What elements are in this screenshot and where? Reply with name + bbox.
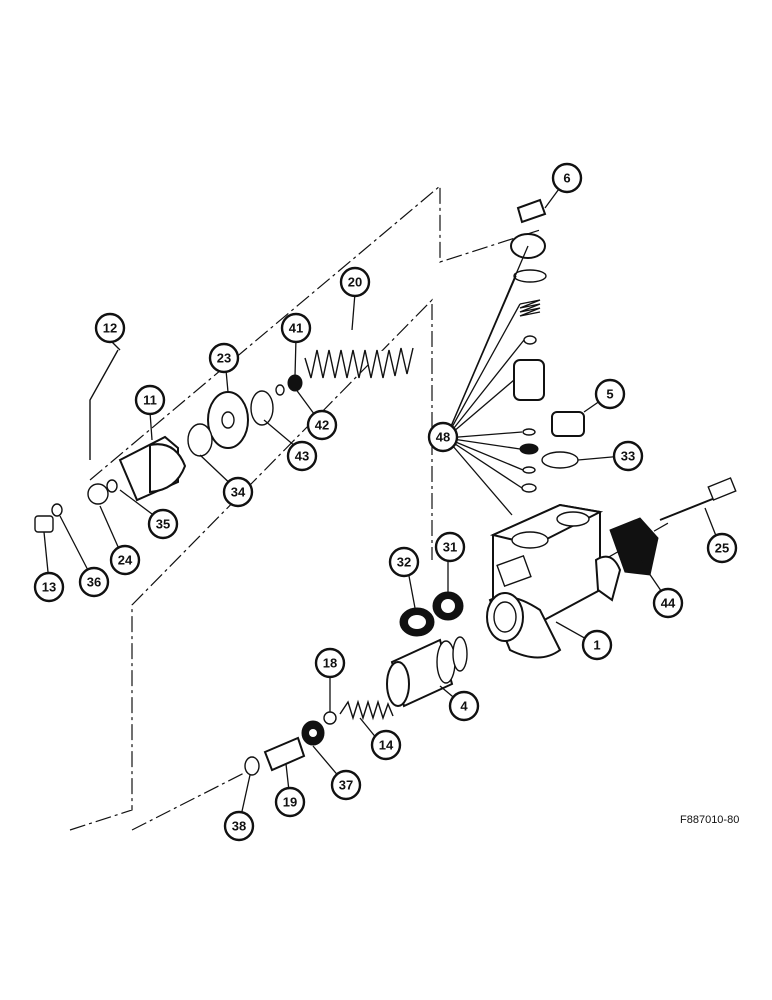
callout-6-label: 6 — [563, 171, 570, 186]
callout-43: 43 — [286, 440, 318, 472]
callout-31-label: 31 — [443, 540, 457, 555]
callout-37: 37 — [330, 769, 362, 801]
callout-19: 19 — [274, 786, 306, 818]
callout-31: 31 — [434, 531, 466, 563]
piston-part — [386, 636, 468, 708]
callout-13-label: 13 — [42, 580, 56, 595]
callout-41-label: 41 — [289, 321, 303, 336]
callout-33: 33 — [612, 440, 644, 472]
callout-32-label: 32 — [397, 555, 411, 570]
callout-35: 35 — [147, 508, 179, 540]
callout-44: 44 — [652, 587, 684, 619]
callout-14-label: 14 — [379, 738, 394, 753]
callout-24: 24 — [109, 544, 141, 576]
callout-11: 11 — [134, 384, 166, 416]
callout-37-label: 37 — [339, 778, 353, 793]
callout-25-label: 25 — [715, 541, 729, 556]
callout-5-label: 5 — [606, 387, 613, 402]
callout-12-label: 12 — [103, 321, 117, 336]
callout-13: 13 — [33, 571, 65, 603]
callout-34: 34 — [222, 476, 254, 508]
callout-23-label: 23 — [217, 351, 231, 366]
callout-20-label: 20 — [348, 275, 362, 290]
callout-43-label: 43 — [295, 449, 309, 464]
callout-24-label: 24 — [118, 553, 133, 568]
callout-12: 12 — [94, 312, 126, 344]
callout-4: 4 — [448, 690, 480, 722]
seal-parts — [399, 591, 464, 637]
callout-41: 41 — [280, 312, 312, 344]
callout-38-label: 38 — [232, 819, 246, 834]
callout-11-label: 11 — [143, 393, 157, 408]
callout-35-label: 35 — [156, 517, 170, 532]
callout-44-label: 44 — [661, 596, 676, 611]
callout-1-label: 1 — [593, 638, 600, 653]
callout-48-label: 48 — [436, 430, 450, 445]
callout-48: 48 — [427, 421, 459, 453]
callout-36-label: 36 — [87, 575, 101, 590]
callout-32: 32 — [388, 546, 420, 578]
callout-36: 36 — [78, 566, 110, 598]
leader-fan-48 — [445, 245, 529, 516]
callout-42-label: 42 — [315, 418, 329, 433]
boot-part — [609, 517, 659, 576]
upper-assembly-parts — [34, 347, 414, 533]
callout-1: 1 — [581, 629, 613, 661]
callout-6: 6 — [551, 162, 583, 194]
callout-18-label: 18 — [323, 656, 337, 671]
valve-body-part — [486, 503, 622, 659]
callout-42: 42 — [306, 409, 338, 441]
callout-33-label: 33 — [621, 449, 635, 464]
callout-20: 20 — [339, 266, 371, 298]
callout-14: 14 — [370, 729, 402, 761]
callout-5: 5 — [594, 378, 626, 410]
callout-4-label: 4 — [460, 699, 468, 714]
lower-spring-part — [244, 699, 394, 776]
callout-25: 25 — [706, 532, 738, 564]
callout-34-label: 34 — [231, 485, 246, 500]
callout-23: 23 — [208, 342, 240, 374]
leader-lines — [43, 177, 721, 826]
callout-38: 38 — [223, 810, 255, 842]
callout-18: 18 — [314, 647, 346, 679]
relief-valve-stack-parts — [510, 198, 585, 493]
callout-19-label: 19 — [283, 795, 297, 810]
figure-code: F887010-80 — [680, 814, 739, 826]
push-rod-part — [659, 477, 737, 521]
